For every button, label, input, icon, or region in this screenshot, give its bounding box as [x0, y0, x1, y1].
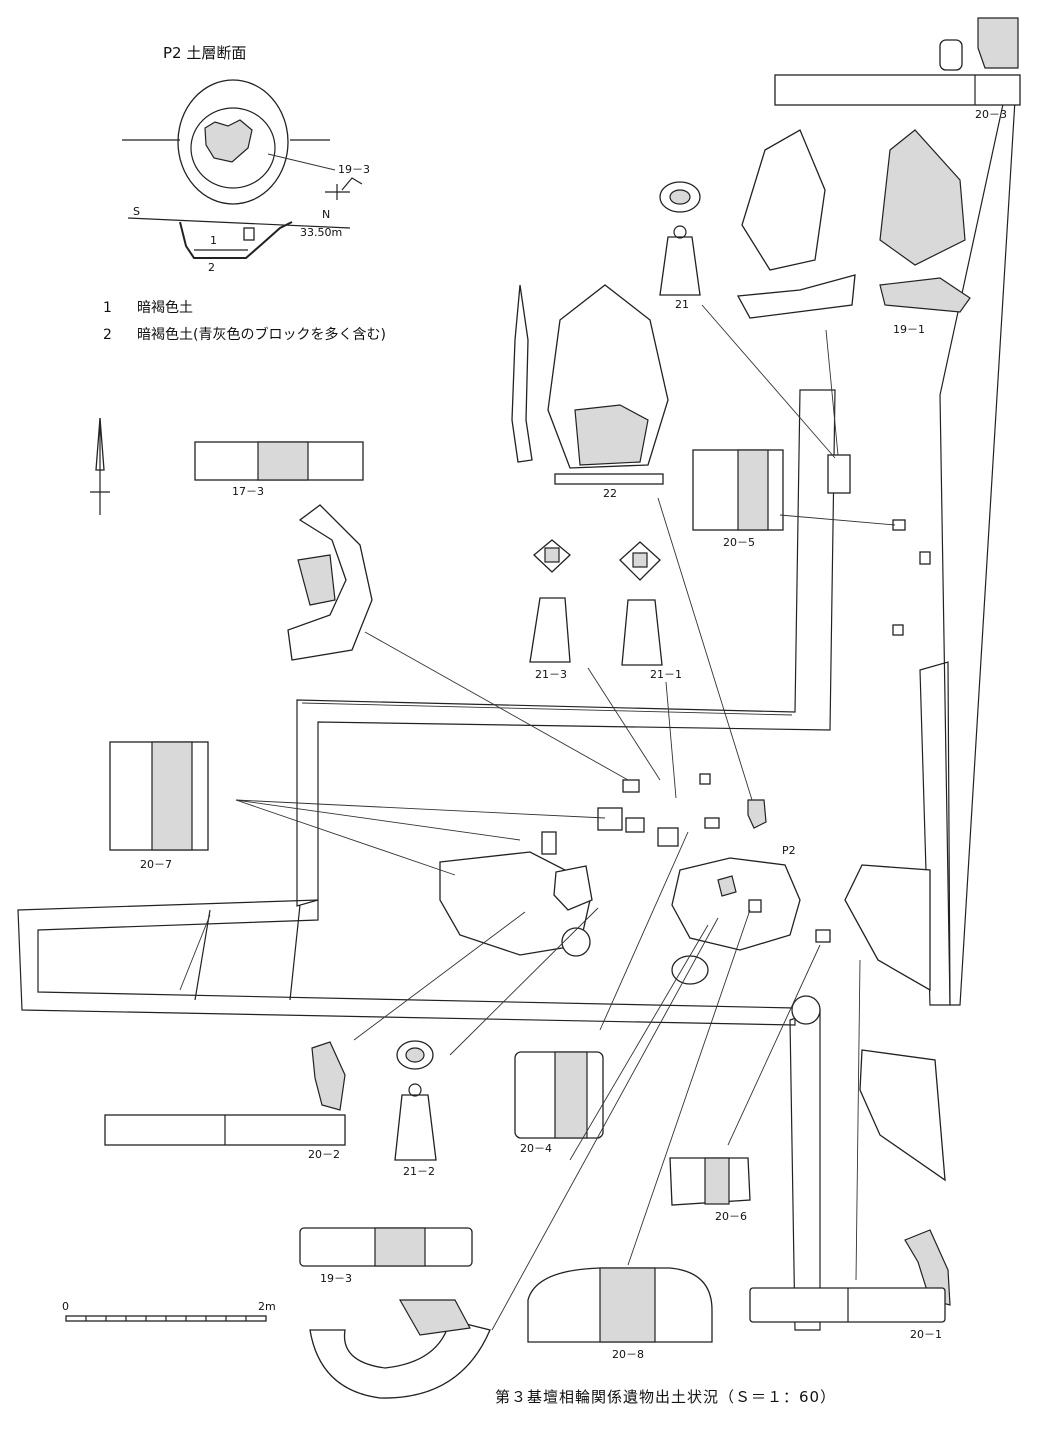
stone-3 — [622, 779, 640, 793]
legend: 1 暗褐色土 2 暗褐色土(青灰色のブロックを多く含む) — [103, 299, 386, 343]
artifact-20-8: 20－8 — [527, 1267, 713, 1361]
stone-7 — [541, 831, 557, 855]
artifact-20-4: 20－4 — [514, 1051, 604, 1155]
p2-stone-2 — [748, 899, 762, 913]
trench-cross-1 — [194, 909, 211, 1001]
legend-text-1: 暗褐色土 — [137, 299, 193, 316]
ring-fragment-east-1 — [844, 864, 931, 992]
trench-crack-1 — [179, 914, 211, 991]
pit-p2-label: P2 — [782, 844, 796, 857]
stone-6 — [704, 817, 720, 829]
section-label-n: N — [322, 208, 330, 221]
stone-ne-1 — [827, 454, 851, 494]
scale-start: 0 — [62, 1300, 69, 1313]
section-title: P2 土層断面 — [163, 44, 246, 62]
trench-cross-2 — [289, 904, 301, 1001]
stone-south-2 — [791, 995, 821, 1025]
artifact-17-3: 17－3 — [194, 441, 364, 498]
artifact-21-3-bell: 21－3 — [529, 539, 571, 681]
stone-ne-3 — [919, 551, 931, 565]
artifact-19-1: 19－1 — [736, 129, 971, 336]
pit-plan-inner — [190, 107, 276, 189]
artifact-21-1-bell: 21－1 — [619, 541, 682, 681]
small-north-arrow-icon — [341, 177, 363, 191]
section-datum-line — [127, 217, 351, 229]
artifact-20-1: 20－1 — [749, 1229, 951, 1341]
label-21: 21 — [675, 298, 689, 311]
trench-west — [17, 899, 796, 1026]
stone-south-1 — [671, 955, 709, 985]
label-22: 22 — [603, 487, 617, 500]
stone-5 — [699, 773, 711, 785]
label-21-1: 21－1 — [650, 668, 682, 681]
section-label-s: S — [133, 205, 140, 218]
stone-1 — [597, 807, 623, 831]
artifact-20-2: 20－2 — [104, 1041, 346, 1161]
ring-fragment-bottom — [309, 1299, 491, 1399]
label-20-5: 20－5 — [723, 536, 755, 549]
label-19-3: 19－3 — [320, 1272, 352, 1285]
label-20-7: 20－7 — [140, 858, 172, 871]
artifact-21-2-bell: 21－2 — [394, 1040, 437, 1178]
stone-ne-4 — [892, 624, 904, 636]
figure-caption: 第３基壇相輪関係遺物出土状況（Ｓ＝１：60） — [495, 1388, 836, 1406]
section-leader — [267, 153, 336, 171]
section-ref-label: 19－3 — [338, 163, 370, 176]
ring-fragment-east-2 — [859, 1049, 946, 1182]
trench-central-north — [296, 389, 836, 907]
label-21-2: 21－2 — [403, 1165, 435, 1178]
north-arrow-icon — [90, 417, 110, 515]
label-20-2: 20－2 — [308, 1148, 340, 1161]
stone-4 — [657, 827, 679, 847]
stone-round — [561, 927, 591, 957]
trench-inner-line — [301, 702, 793, 716]
trench-south-east — [789, 1009, 821, 1331]
artifact-19-3: 19－3 — [299, 1227, 473, 1285]
legend-text-2: 暗褐色土(青灰色のブロックを多く含む) — [137, 326, 386, 343]
label-17-3: 17－3 — [232, 485, 264, 498]
stone-large — [553, 865, 593, 911]
artifact-21-bell: 21 — [659, 181, 701, 311]
artifact-20-3: 20－3 — [774, 17, 1021, 121]
artifact-22: 22 — [511, 284, 669, 500]
label-20-6: 20－6 — [715, 1210, 747, 1223]
section-stone — [243, 227, 255, 241]
layer-2-label: 2 — [208, 261, 215, 274]
label-20-1: 20－1 — [910, 1328, 942, 1341]
p2-stone-1 — [717, 875, 737, 897]
legend-num-1: 1 — [103, 300, 112, 316]
leader-lines — [235, 304, 896, 1331]
artifact-20-5: 20－5 — [692, 449, 784, 549]
pit-p2 — [671, 857, 801, 951]
central-features: P2 — [439, 454, 946, 1182]
label-21-3: 21－3 — [535, 668, 567, 681]
label-20-8: 20－8 — [612, 1348, 644, 1361]
scale-bar: 0 2m — [62, 1300, 276, 1322]
stone-east — [815, 929, 831, 943]
layer-1-label: 1 — [210, 234, 217, 247]
p2-section: P2 土層断面 19－3 S N 1 2 33.50m — [122, 44, 370, 274]
artifact-20-7: 20－7 — [109, 741, 209, 871]
elevation-label: 33.50m — [300, 226, 342, 239]
section-profile — [179, 221, 293, 259]
stone-2 — [625, 817, 645, 833]
label-20-3: 20－3 — [975, 108, 1007, 121]
ring-fragment-west — [287, 504, 373, 661]
label-19-1: 19－1 — [893, 323, 925, 336]
scale-end: 2m — [258, 1300, 276, 1313]
label-20-4: 20－4 — [520, 1142, 552, 1155]
legend-num-2: 2 — [103, 327, 112, 343]
trench-east-long — [939, 94, 1016, 1006]
pit-plan-stones — [204, 119, 253, 163]
artifact-20-6: 20－6 — [669, 1157, 751, 1223]
stone-8 — [747, 799, 767, 829]
